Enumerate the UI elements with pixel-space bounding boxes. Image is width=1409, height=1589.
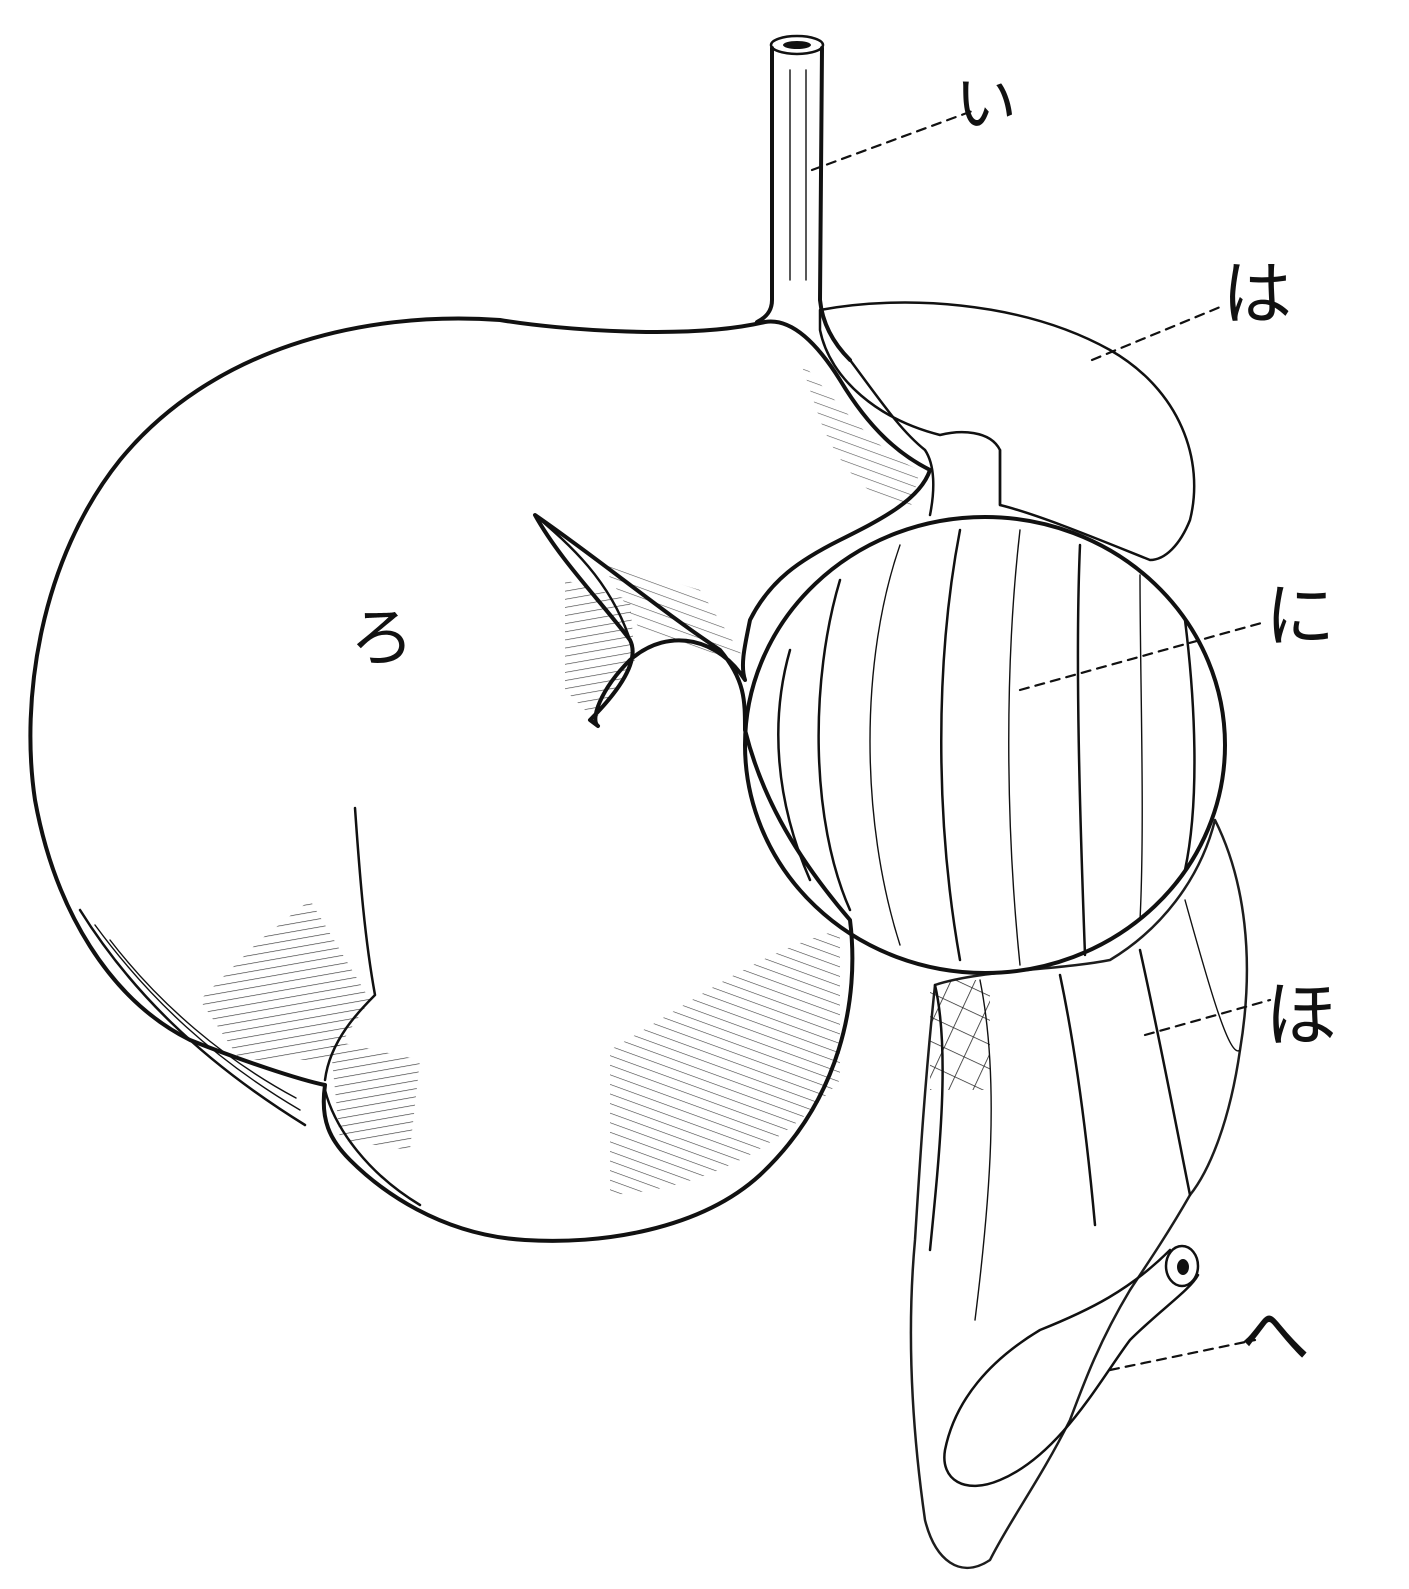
- label-ha: は: [1222, 253, 1292, 335]
- labels: い ろ は に ほ へ: [350, 67, 1337, 1377]
- label-ho: ほ: [1265, 973, 1337, 1057]
- leader-he: [1110, 1340, 1255, 1370]
- lobe-ho: [911, 820, 1247, 1568]
- leader-ha: [1092, 305, 1225, 360]
- leader-lines: [812, 110, 1270, 1370]
- label-i: い: [955, 67, 1017, 140]
- leader-ho: [1145, 1000, 1270, 1035]
- body-ro: [30, 319, 930, 1241]
- label-ro: ろ: [350, 602, 414, 676]
- label-he: へ: [1240, 1295, 1310, 1377]
- label-ni: に: [1265, 575, 1335, 657]
- tube-he: [944, 1246, 1198, 1486]
- tube-i: [757, 36, 850, 360]
- leader-ni: [1020, 622, 1265, 690]
- bulb-ni: [745, 517, 1225, 973]
- leader-i: [812, 110, 975, 170]
